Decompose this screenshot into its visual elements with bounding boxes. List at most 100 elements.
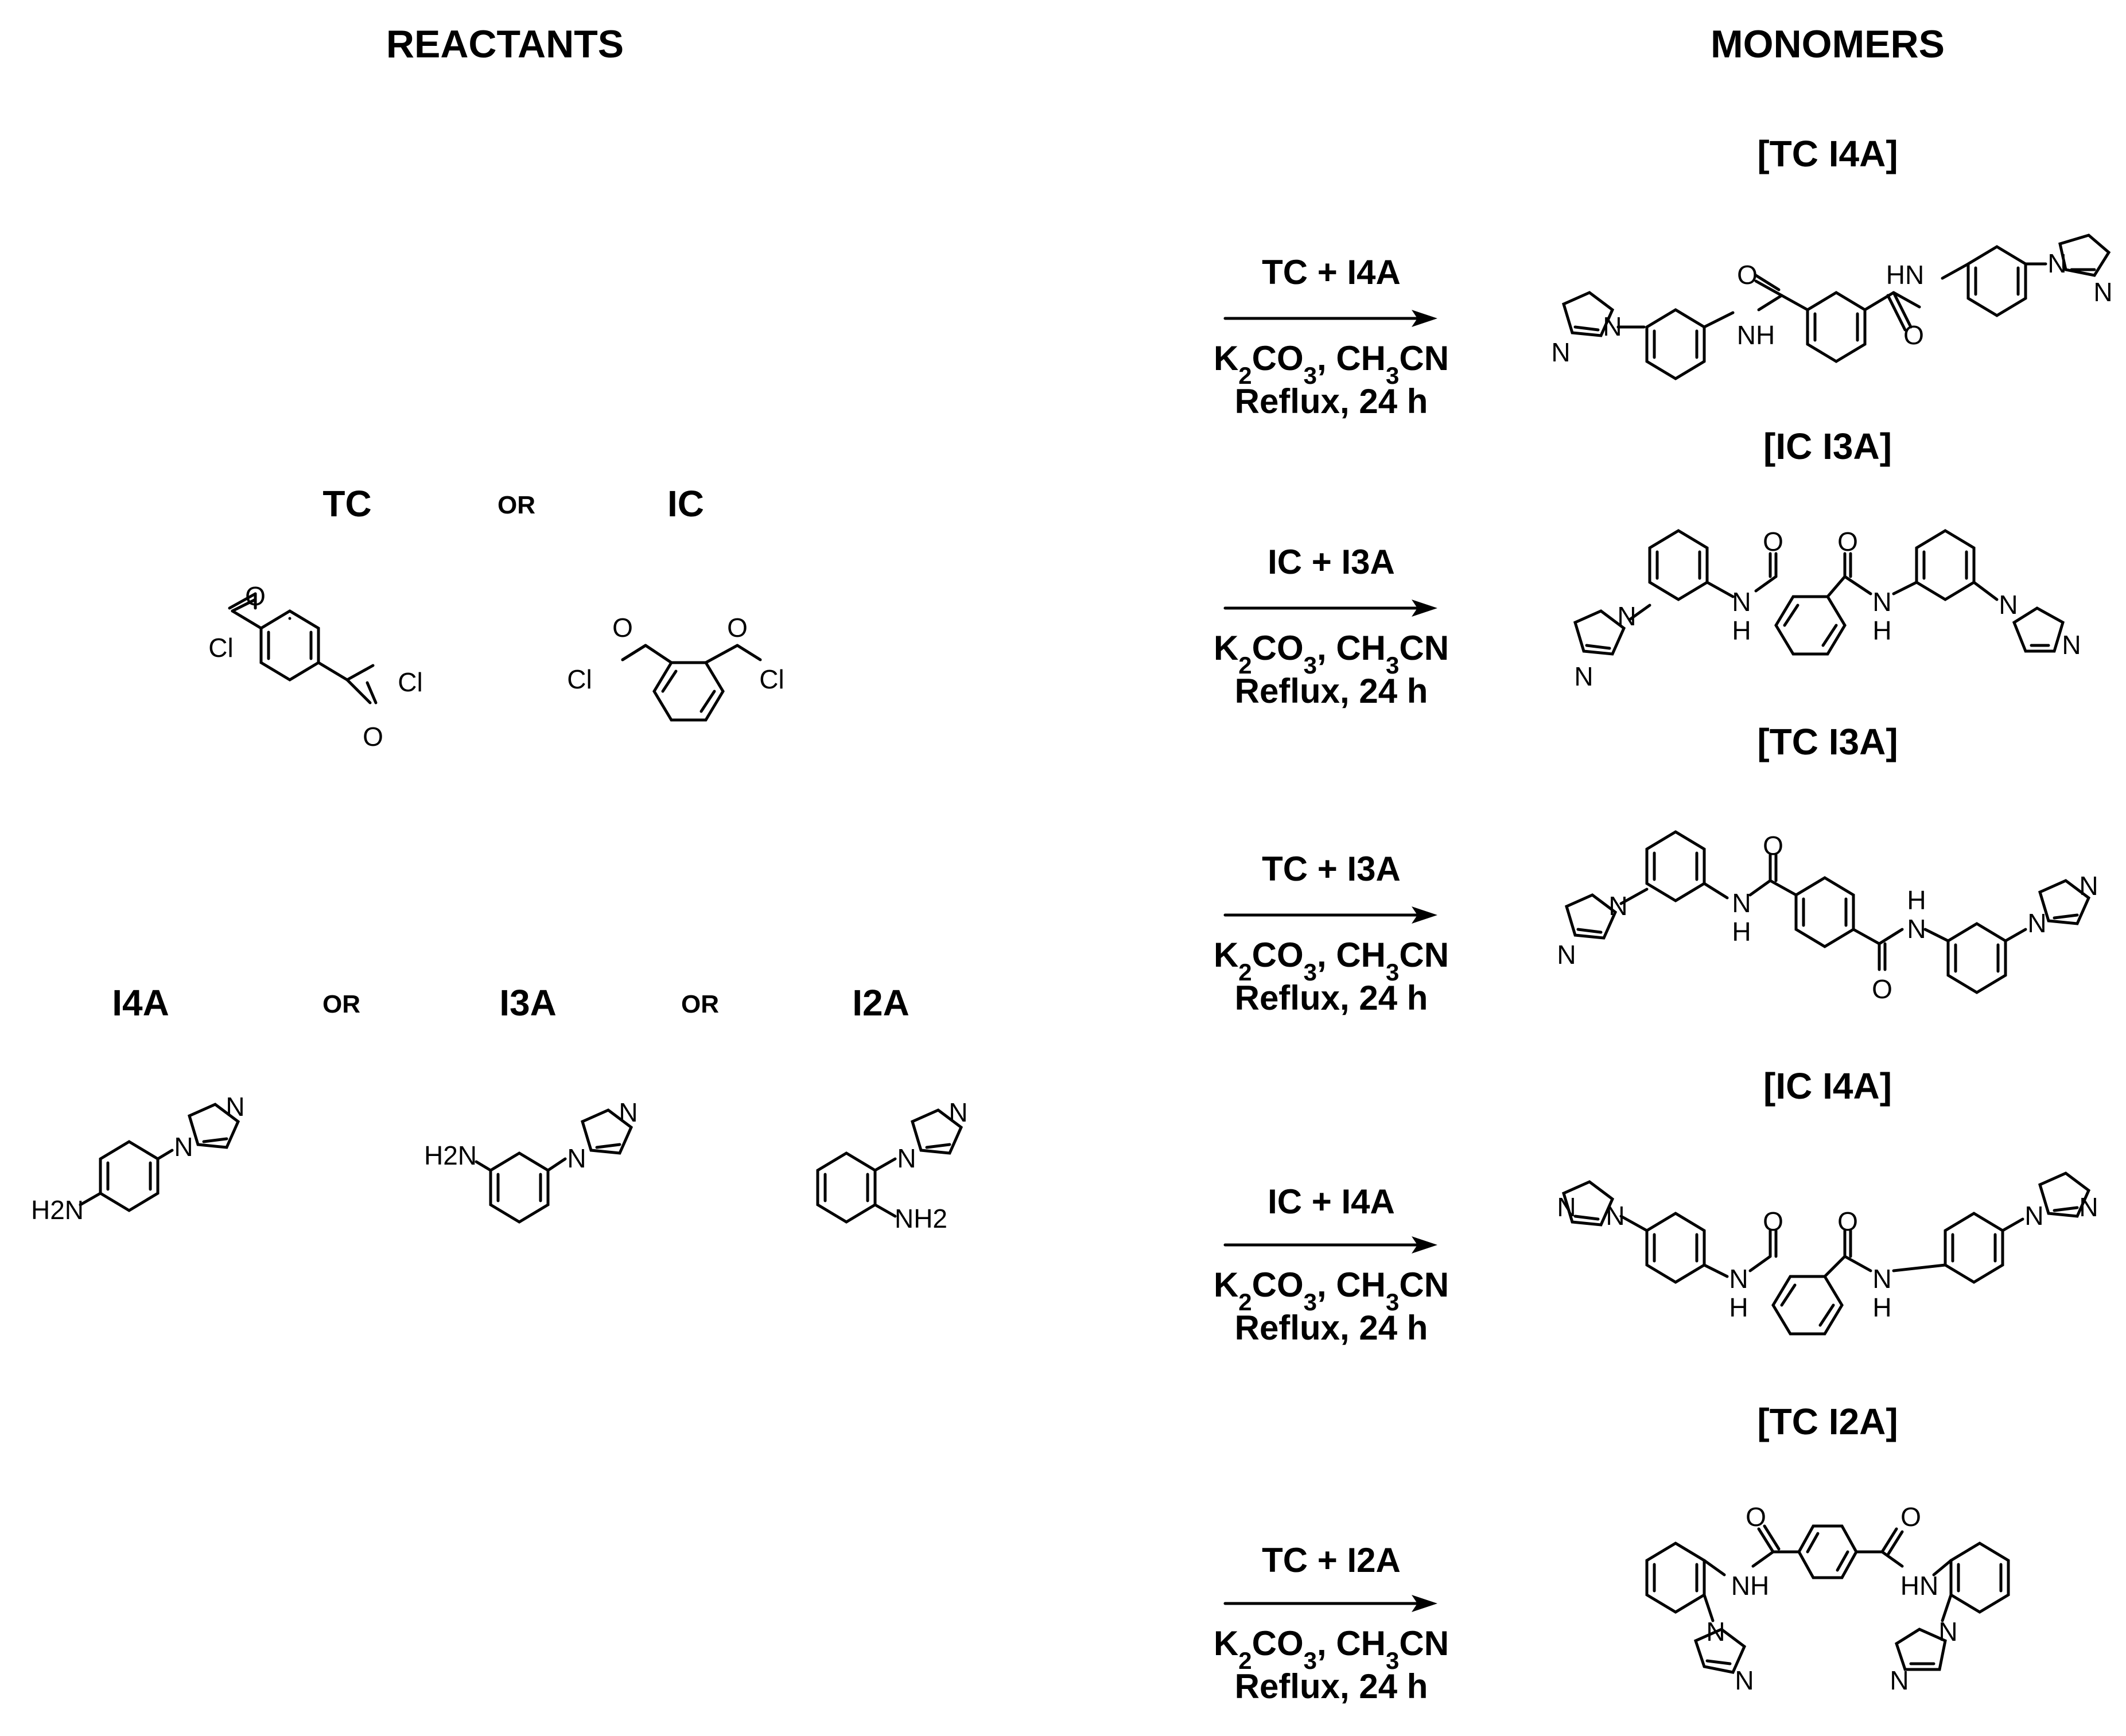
product-5-n-left-1: N [1706, 1617, 1725, 1647]
product-5-label: [TC I2A] [1757, 1401, 1898, 1442]
product-3-n-left-3: N [1557, 940, 1576, 970]
product-3-structure: N N N H O O N H N N [1557, 830, 2098, 1004]
product-1-n-right-3: N [2093, 277, 2112, 307]
product-1-n-left-3: N [1551, 337, 1570, 367]
product-2-label: [IC I3A] [1763, 426, 1892, 467]
product-2-o-left: O [1763, 527, 1783, 556]
product-4-n-amide-right: N [1872, 1264, 1891, 1294]
i4a-label: I4A [112, 982, 169, 1023]
product-4-label: [IC I4A] [1763, 1065, 1892, 1107]
product-2-h-amide-left: H [1732, 616, 1751, 645]
product-1-o-left: O [1737, 260, 1758, 290]
product-2-n-left-3: N [1574, 661, 1593, 691]
reaction-3-time: Reflux, 24 h [1235, 979, 1428, 1017]
i4a-structure: H2N N N [31, 1092, 245, 1225]
product-1-n-right-1: N [2047, 248, 2066, 278]
reaction-4-time: Reflux, 24 h [1235, 1309, 1428, 1347]
product-4-h-amide-right: H [1872, 1293, 1891, 1322]
product-4-o-left: O [1763, 1206, 1783, 1236]
product-5-structure: NH O N N O HN N N [1645, 1502, 2010, 1695]
product-5-nh-left: NH [1731, 1571, 1769, 1601]
product-1-n-left-1: N [1603, 312, 1622, 341]
product-3-n-right-3: N [2079, 871, 2098, 901]
reaction-2: IC + I3A K2CO3, CH3CN Reflux, 24 h [1214, 543, 1449, 710]
reaction-1-base: K2CO3, CH3CN [1214, 339, 1449, 389]
product-2-h-amide-right: H [1872, 616, 1891, 645]
reaction-5-arrowhead [1412, 1595, 1437, 1612]
product-1-o-right: O [1903, 320, 1924, 350]
or-label-amine-2: OR [681, 990, 719, 1018]
product-3-n-right-1: N [2027, 908, 2046, 938]
i2a-nh2: NH2 [895, 1204, 947, 1233]
product-4-n-right-1: N [2024, 1201, 2043, 1231]
reaction-2-time: Reflux, 24 h [1235, 672, 1428, 710]
ic-cl-left: Cl [567, 664, 592, 694]
product-2-n-amide-left: N [1732, 587, 1751, 617]
i3a-label: I3A [499, 982, 557, 1023]
product-3-n-left-1: N [1608, 891, 1627, 921]
product-3-h-amide-left: H [1732, 917, 1751, 947]
reaction-3-arrowhead [1412, 906, 1437, 924]
product-3-n-amide-left: N [1732, 888, 1751, 918]
tc-cl-right: Cl [398, 667, 422, 697]
reaction-5-reagents: TC + I2A [1262, 1541, 1401, 1579]
product-2-structure: N N N H O O N H N N [1573, 527, 2081, 691]
reaction-2-base: K2CO3, CH3CN [1214, 629, 1449, 679]
i2a-n3: N [949, 1097, 967, 1127]
product-3-label: [TC I3A] [1757, 721, 1898, 762]
tc-o-top: O [245, 581, 266, 611]
product-2-o-right: O [1837, 527, 1858, 556]
tc-structure: Cl O Cl O [208, 581, 422, 752]
product-2-n-amide-right: N [1872, 587, 1891, 617]
reaction-1-arrowhead [1412, 310, 1437, 327]
ic-o-left: O [612, 613, 633, 643]
product-4-h-amide-left: H [1729, 1293, 1748, 1322]
product-2-n-right-3: N [2062, 630, 2081, 660]
ic-cl-right: Cl [759, 664, 784, 694]
reaction-5-base: K2CO3, CH3CN [1214, 1624, 1449, 1674]
reaction-1-time: Reflux, 24 h [1235, 382, 1428, 421]
reaction-1-reagents: TC + I4A [1262, 253, 1401, 291]
product-5-o-right: O [1900, 1502, 1921, 1532]
reactants-heading: REACTANTS [386, 22, 624, 66]
ic-structure: Cl O O Cl [567, 613, 784, 722]
product-5-n-right-3: N [1890, 1665, 1909, 1695]
ic-o-right: O [727, 613, 748, 643]
product-3-o-top: O [1763, 831, 1783, 861]
product-4-n-left-1: N [1606, 1201, 1624, 1231]
reaction-2-arrowhead [1412, 600, 1437, 617]
product-4-n-amide-left: N [1729, 1264, 1748, 1294]
i3a-structure: H2N N N [424, 1097, 638, 1224]
monomers-heading: MONOMERS [1711, 22, 1945, 66]
i4a-n1: N [174, 1132, 193, 1162]
or-label-acid: OR [498, 491, 535, 519]
reaction-4-base: K2CO3, CH3CN [1214, 1266, 1449, 1315]
i2a-label: I2A [852, 982, 910, 1023]
reaction-2-reagents: IC + I3A [1268, 543, 1395, 581]
product-3-h-amide-right: H [1907, 885, 1926, 915]
tc-o-bottom: O [363, 722, 383, 752]
product-1-label: [TC I4A] [1757, 133, 1898, 174]
reaction-5: TC + I2A K2CO3, CH3CN Reflux, 24 h [1214, 1541, 1449, 1706]
i3a-n1: N [567, 1143, 586, 1173]
product-5-n-right-1: N [1938, 1617, 1957, 1647]
product-1-hn-right: HN [1886, 260, 1924, 290]
reaction-1: TC + I4A K2CO3, CH3CN Reflux, 24 h [1214, 253, 1449, 421]
product-5-hn-right: HN [1900, 1571, 1938, 1601]
i2a-structure: N N NH2 [816, 1097, 968, 1233]
reaction-4: IC + I4A K2CO3, CH3CN Reflux, 24 h [1214, 1182, 1449, 1347]
tc-cl-left: Cl [208, 633, 233, 663]
i4a-h2n: H2N [31, 1195, 84, 1225]
ic-label: IC [667, 483, 704, 524]
i3a-n3: N [619, 1097, 638, 1127]
reaction-3-base: K2CO3, CH3CN [1214, 936, 1449, 986]
reaction-3: TC + I3A K2CO3, CH3CN Reflux, 24 h [1214, 850, 1449, 1017]
tc-label: TC [322, 483, 371, 524]
reaction-4-reagents: IC + I4A [1268, 1182, 1395, 1221]
product-2-n-left-1: N [1617, 601, 1636, 631]
product-4-n-left-3: N [1557, 1192, 1576, 1222]
product-5-n-left-3: N [1735, 1665, 1754, 1695]
product-4-n-right-3: N [2079, 1192, 2098, 1222]
product-4-o-right: O [1837, 1206, 1858, 1236]
